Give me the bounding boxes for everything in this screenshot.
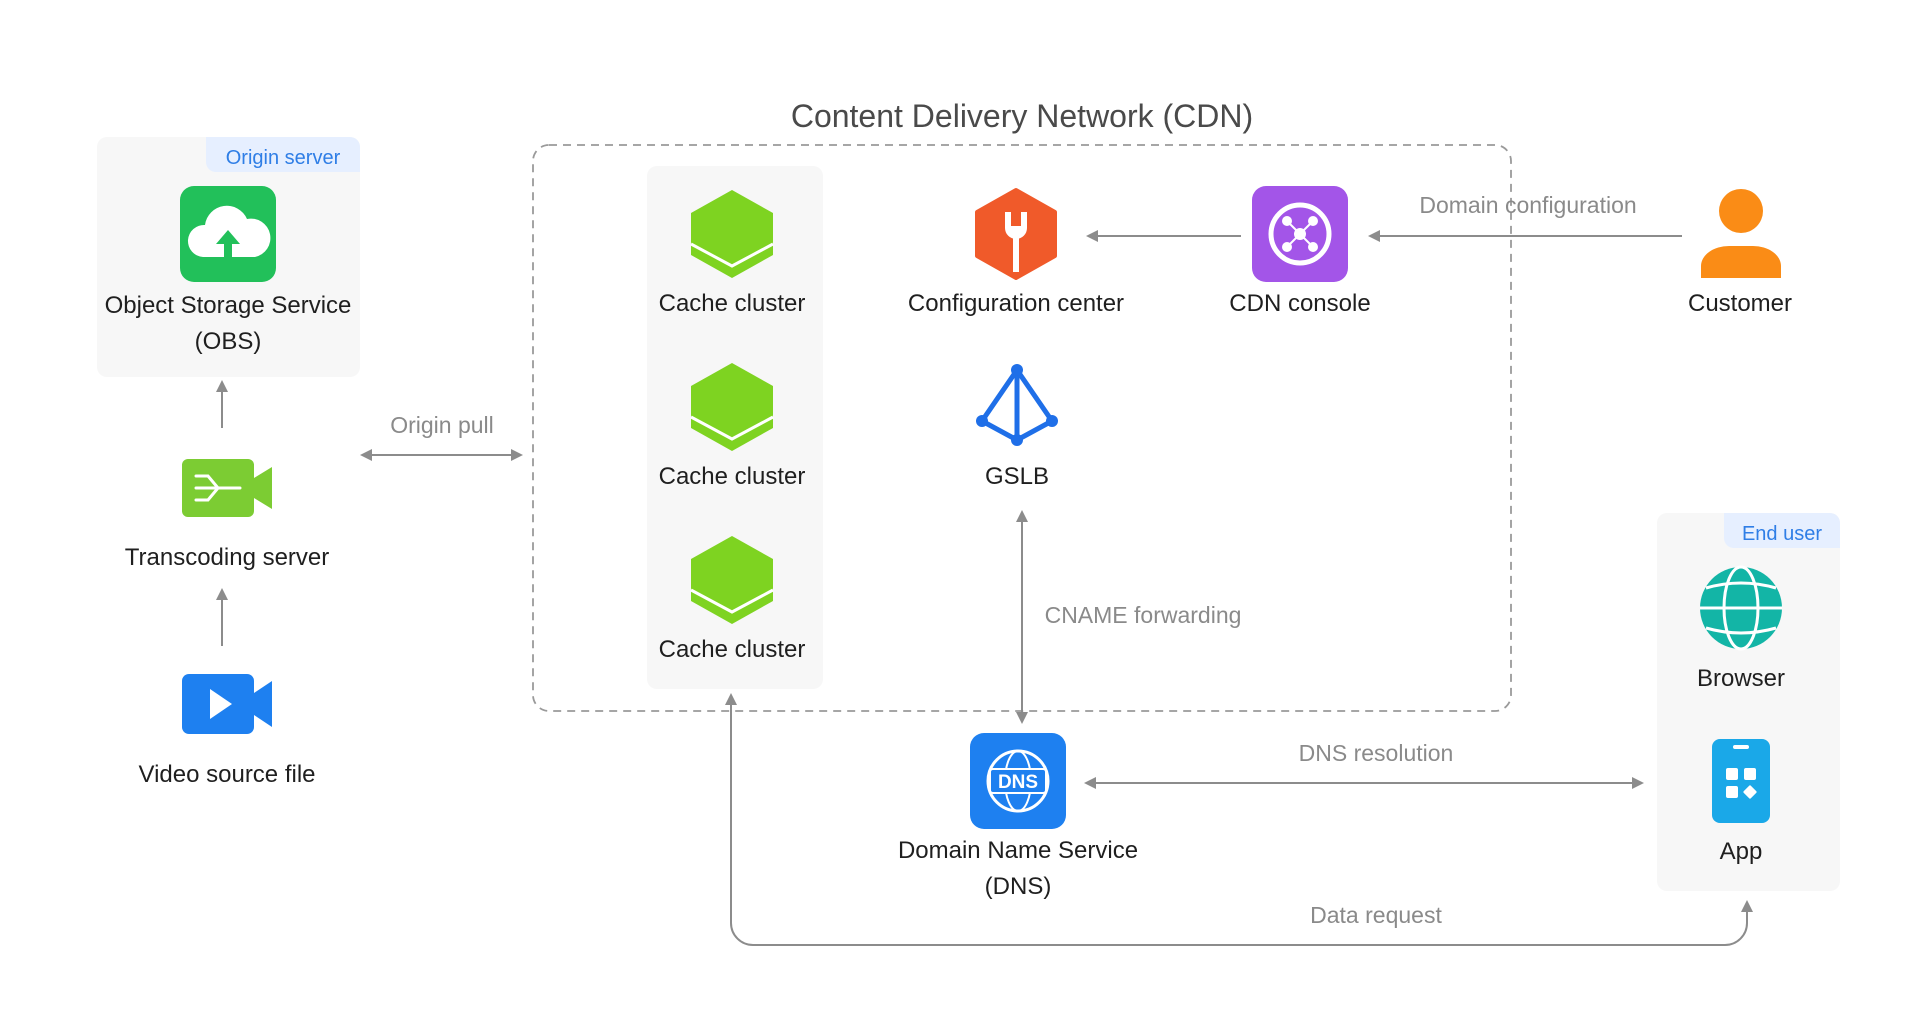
hexagon-cube-icon: [690, 363, 774, 451]
gslb-node[interactable]: GSLB: [976, 364, 1058, 490]
end-user-tag: [1724, 513, 1840, 548]
network-hub-icon: [1252, 186, 1348, 282]
edge-label-domain-configuration: Domain configuration: [1419, 192, 1636, 218]
dns-label-line2: (DNS): [985, 873, 1052, 900]
cdn-console-node[interactable]: CDN console: [1229, 186, 1371, 317]
dns-badge: DNS: [998, 772, 1038, 793]
gslb-label: GSLB: [985, 463, 1049, 490]
video-source-label: Video source file: [139, 761, 316, 788]
app-node[interactable]: App: [1712, 739, 1770, 865]
browser-node[interactable]: Browser: [1697, 565, 1785, 692]
globe-icon: [1700, 565, 1782, 651]
transcoding-label: Transcoding server: [125, 544, 330, 571]
cache-cluster-node[interactable]: Cache cluster: [659, 536, 806, 663]
transcoding-video-icon: [182, 459, 272, 517]
cdn-title: Content Delivery Network (CDN): [791, 98, 1253, 134]
person-icon: [1701, 189, 1781, 278]
transcoding-node[interactable]: Transcoding server: [125, 459, 330, 571]
obs-label-line2: (OBS): [195, 328, 262, 355]
cache-cluster-label: Cache cluster: [659, 636, 806, 663]
edge-label-dns-resolution: DNS resolution: [1299, 740, 1454, 766]
obs-label-line1: Object Storage Service: [105, 292, 352, 319]
cache-cluster-node[interactable]: Cache cluster: [659, 363, 806, 490]
obs-node[interactable]: Object Storage Service (OBS): [105, 186, 352, 355]
cache-cluster-node[interactable]: Cache cluster: [659, 190, 806, 317]
arrow-data-request: [725, 693, 1753, 946]
video-source-node[interactable]: Video source file: [139, 674, 316, 788]
edge-label-data-request: Data request: [1310, 902, 1442, 928]
mobile-app-icon: [1712, 739, 1770, 823]
edge-label-origin-pull: Origin pull: [390, 412, 494, 438]
dns-globe-icon: DNS: [970, 733, 1066, 829]
customer-label: Customer: [1688, 290, 1792, 317]
end-user-tag-label: End user: [1742, 523, 1822, 545]
hexagon-cube-icon: [690, 536, 774, 624]
app-label: App: [1720, 838, 1763, 865]
video-play-icon: [182, 674, 272, 734]
browser-label: Browser: [1697, 665, 1785, 692]
cdn-console-label: CDN console: [1229, 290, 1370, 317]
config-center-label: Configuration center: [908, 290, 1124, 317]
edge-label-cname-forwarding: CNAME forwarding: [1045, 602, 1242, 628]
wrench-icon: [975, 188, 1057, 280]
config-center-node[interactable]: Configuration center: [908, 188, 1124, 317]
origin-server-tag-label: Origin server: [226, 147, 341, 169]
hexagon-cube-icon: [690, 190, 774, 278]
customer-node[interactable]: Customer: [1688, 189, 1792, 317]
pyramid-network-icon: [976, 364, 1058, 446]
dns-label-line1: Domain Name Service: [898, 837, 1138, 864]
cache-cluster-label: Cache cluster: [659, 463, 806, 490]
cache-cluster-label: Cache cluster: [659, 290, 806, 317]
dns-node[interactable]: DNS Domain Name Service (DNS): [898, 733, 1138, 900]
origin-server-tag: [206, 137, 360, 172]
